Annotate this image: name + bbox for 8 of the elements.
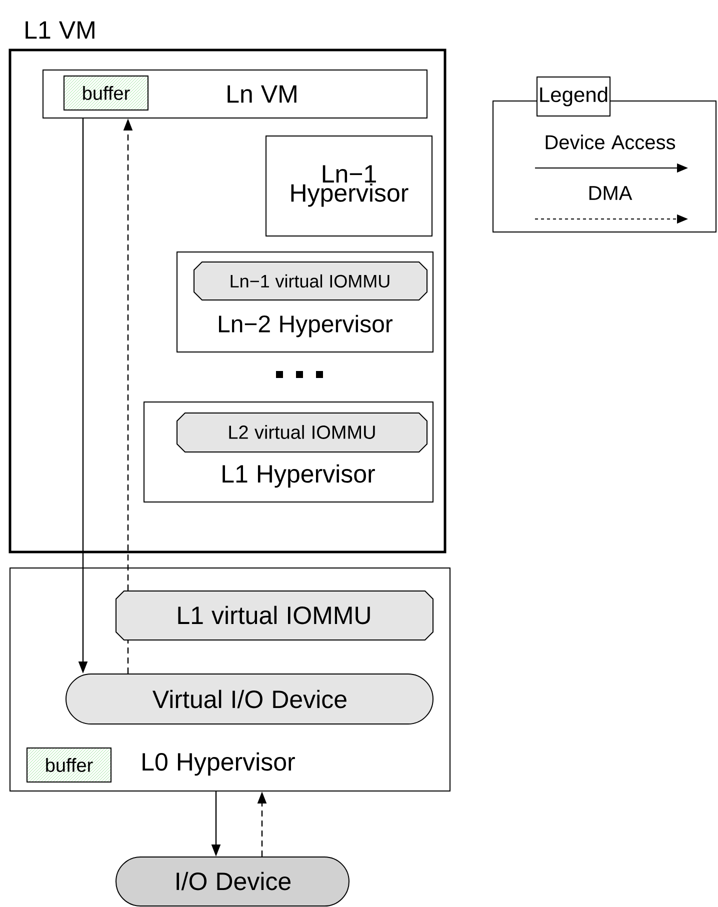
buffer-box: buffer — [64, 76, 148, 110]
hypervisor-box: Ln−1 Hypervisor — [266, 136, 432, 236]
legend-text: Device Access — [546, 134, 676, 150]
iommu-box: L2 virtual IOMMU — [176, 412, 428, 452]
iommu-box: Ln−1 virtual IOMMU — [194, 262, 428, 300]
buffer-box: buffer — [26, 748, 112, 782]
iommu-box: L1 virtual IOMMU — [116, 590, 434, 640]
legend-text: DMA — [589, 186, 632, 200]
